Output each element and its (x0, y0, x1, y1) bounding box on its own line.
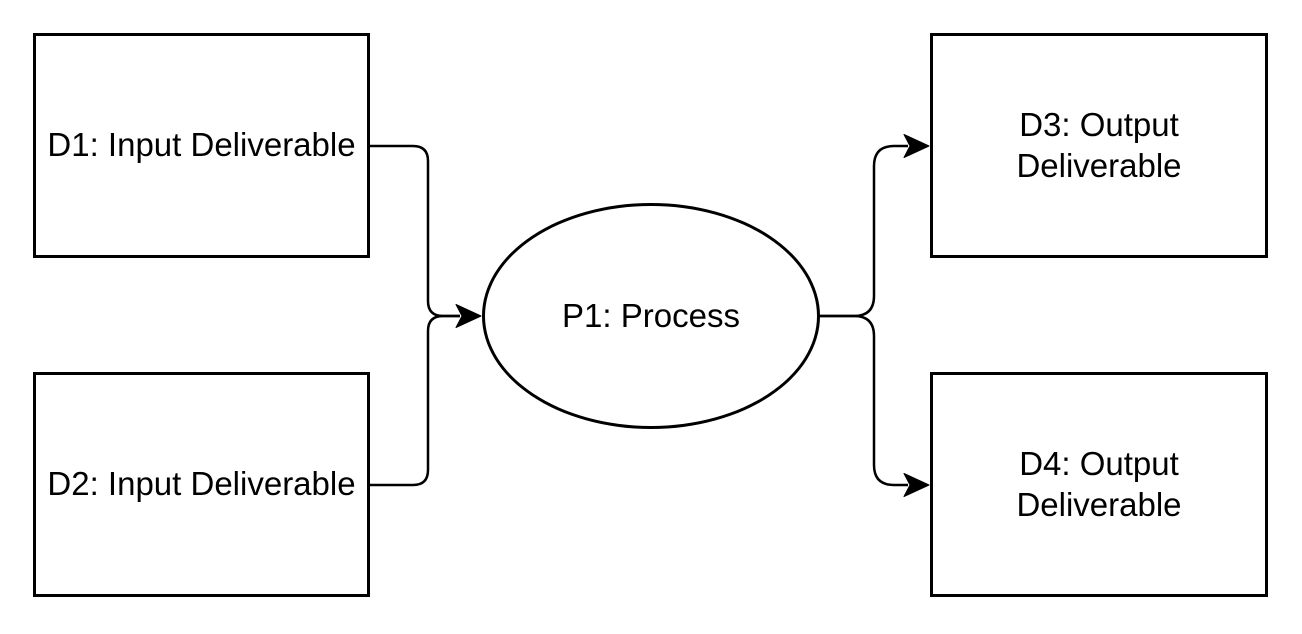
connector-d1-to-p1 (370, 144, 460, 318)
node-d3-output-deliverable: D3: Output Deliverable (930, 33, 1268, 258)
node-d1-input-deliverable: D1: Input Deliverable (33, 33, 370, 258)
node-d3-label-line2: Deliverable (1016, 146, 1182, 184)
arrowhead-into-d3-icon (903, 134, 930, 158)
connector-p1-to-d3 (820, 144, 908, 318)
node-d4-label-line1: D4: Output (1019, 445, 1179, 483)
node-d4-label-line2: Deliverable (1016, 485, 1182, 523)
node-p1-label: P1: Process (562, 296, 740, 334)
arrowhead-into-d4-icon (903, 473, 930, 497)
node-d4-output-deliverable: D4: Output Deliverable (930, 372, 1268, 597)
node-d3-label-line1: D3: Output (1019, 106, 1179, 144)
node-d1-label: D1: Input Deliverable (47, 126, 356, 164)
node-d2-input-deliverable: D2: Input Deliverable (33, 372, 370, 597)
arrowhead-into-p1-icon (455, 304, 482, 328)
node-d2-label: D2: Input Deliverable (47, 465, 356, 503)
connector-d2-to-p1 (370, 314, 460, 487)
node-p1-process: P1: Process (482, 203, 820, 429)
connector-p1-to-d4 (820, 314, 908, 487)
